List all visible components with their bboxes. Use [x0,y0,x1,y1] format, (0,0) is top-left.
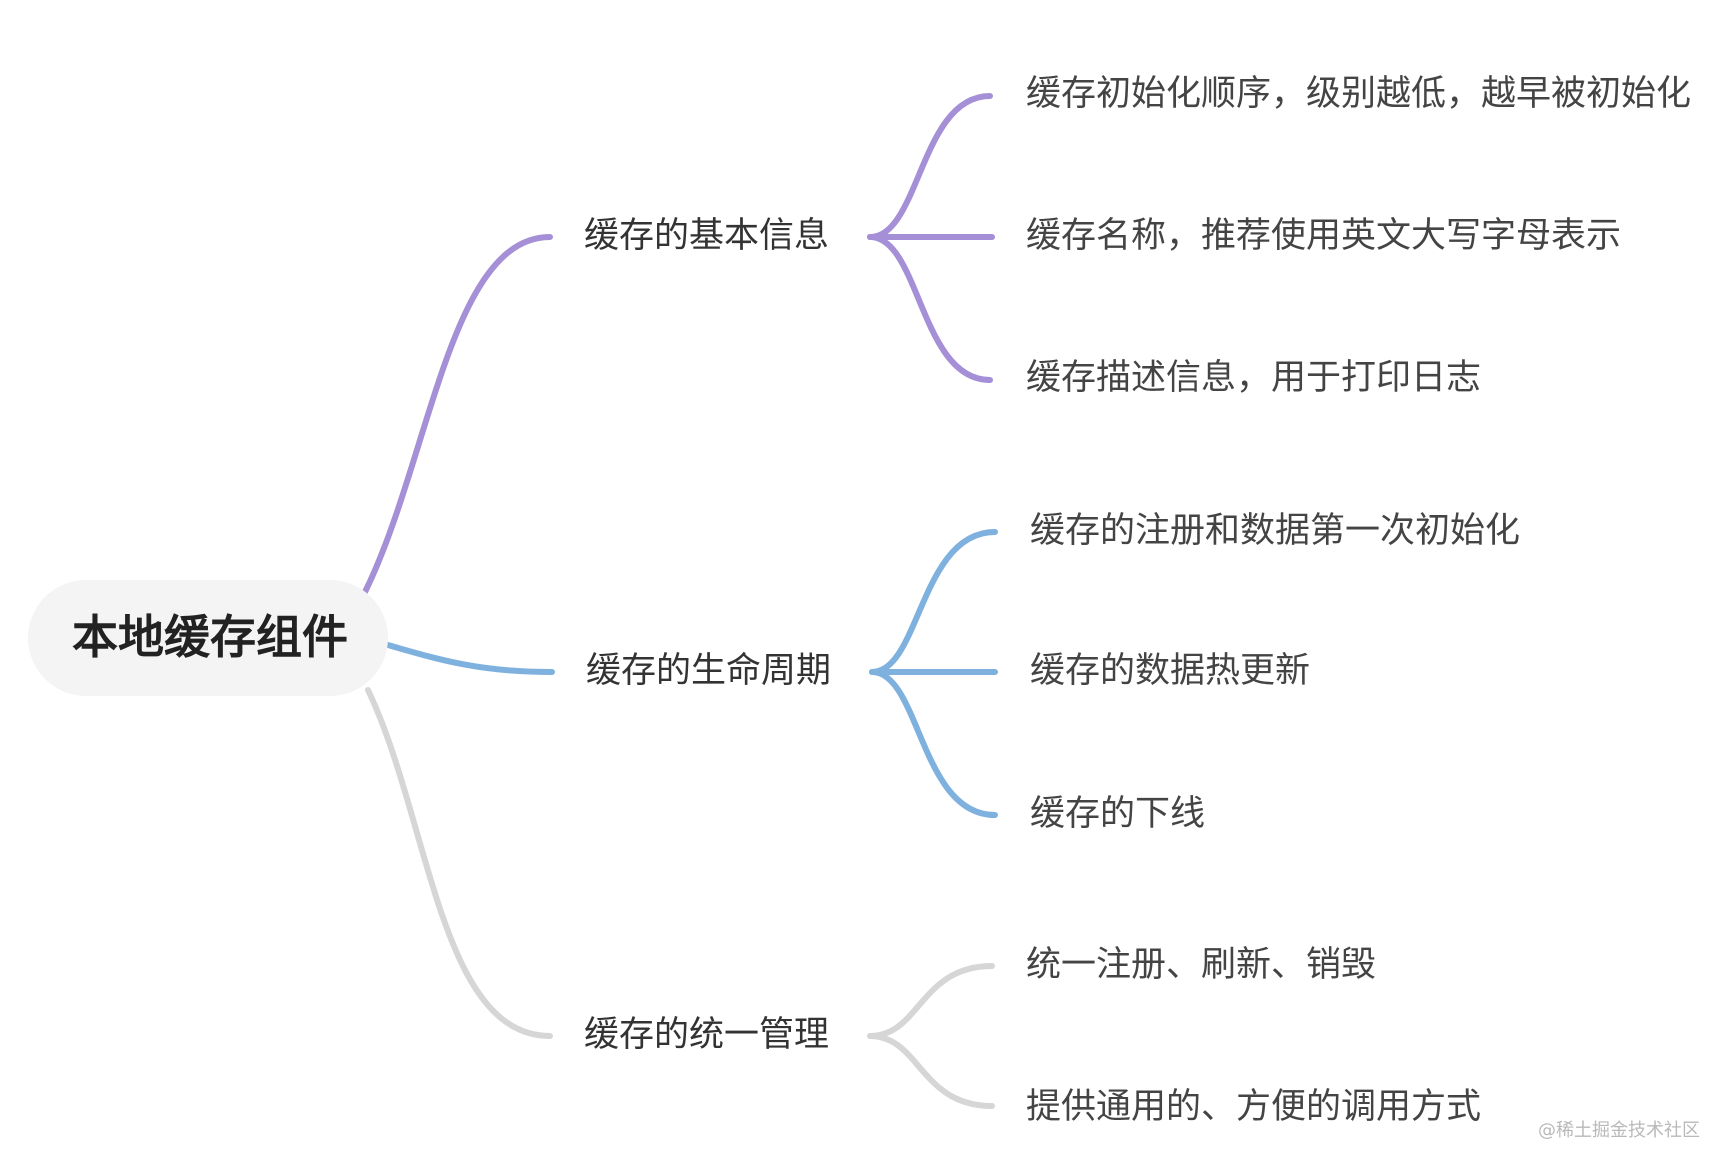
root-label: 本地缓存组件 [72,610,348,664]
leaf-label-unified-lifecycle[interactable]: 统一注册、刷新、销毁 [1026,945,1377,985]
connector-management-leaf-2 [867,1033,995,1109]
leaf-label-cache-description[interactable]: 缓存描述信息，用于打印日志 [1026,358,1482,398]
leaf-label-offline[interactable]: 缓存的下线 [1030,794,1206,834]
watermark: @稀土掘金技术社区 [1538,1120,1700,1141]
connector-root-lifecycle [385,642,555,675]
leaf-label-init-order[interactable]: 缓存初始化顺序，级别越低，越早被初始化 [1026,74,1692,114]
connector-root-basic-info [362,234,553,595]
connector-lifecycle-leaf-3 [869,669,998,818]
connector-basic-info-leaf-3 [867,234,993,383]
branch-label-basic-info[interactable]: 缓存的基本信息 [584,216,830,256]
leaf-label-common-access[interactable]: 提供通用的、方便的调用方式 [1026,1087,1482,1127]
leaf-label-cache-name[interactable]: 缓存名称，推荐使用英文大写字母表示 [1026,216,1622,256]
branch-label-management[interactable]: 缓存的统一管理 [584,1015,830,1055]
leaf-label-hot-update[interactable]: 缓存的数据热更新 [1030,651,1311,691]
connector-basic-info-leaf-1 [867,93,993,240]
root-node[interactable] [28,580,388,696]
leaf-label-register-init[interactable]: 缓存的注册和数据第一次初始化 [1030,511,1521,551]
connector-lifecycle-leaf-1 [869,529,998,675]
branch-label-lifecycle[interactable]: 缓存的生命周期 [586,651,832,691]
connector-root-management [365,687,553,1039]
connector-management-leaf-1 [867,963,995,1039]
